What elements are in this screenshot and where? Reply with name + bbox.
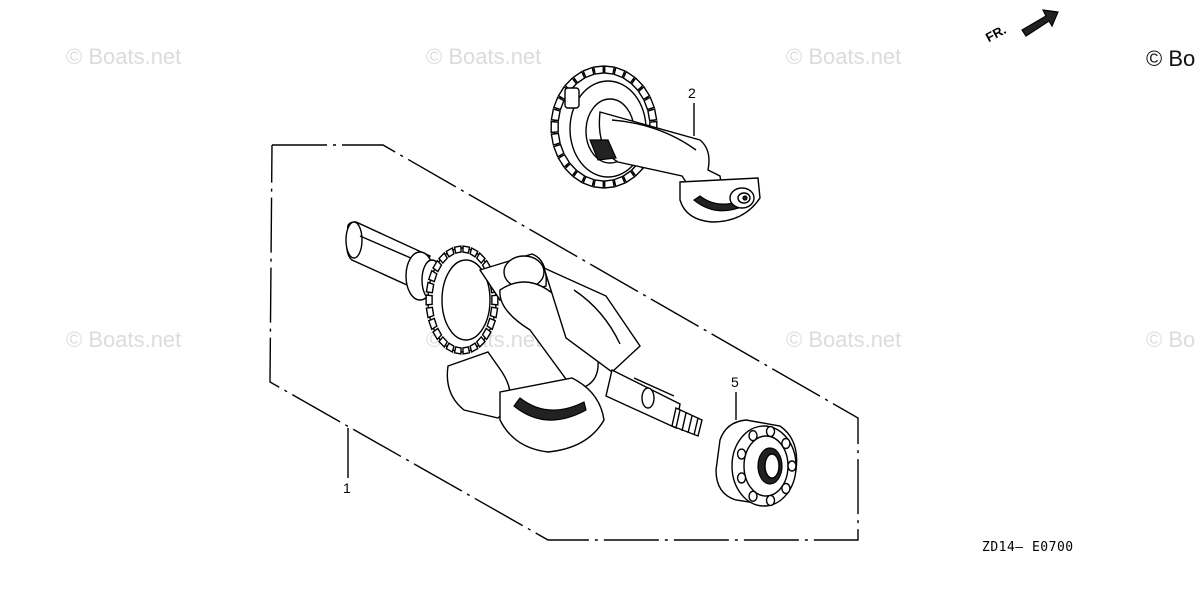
- gear-tooth: [486, 317, 497, 331]
- gear-tooth: [453, 245, 462, 254]
- watermark: © Boats.net: [66, 327, 182, 352]
- watermark: © Boats.net: [786, 327, 902, 352]
- gear-tooth: [445, 342, 455, 354]
- gear-tooth: [489, 306, 499, 319]
- gear-tooth: [613, 175, 626, 188]
- gear-tooth: [647, 108, 658, 122]
- diagram-code: ZD14— E0700: [982, 540, 1074, 555]
- gear-tooth: [582, 175, 595, 188]
- gear-tooth: [427, 317, 438, 331]
- gear-tooth: [592, 65, 605, 75]
- gear-tooth: [462, 346, 471, 355]
- gear-tooth: [475, 335, 486, 349]
- gear-tooth: [622, 170, 636, 184]
- bearing-ball: [748, 429, 758, 442]
- copyright-text: © Bo: [1146, 46, 1196, 71]
- gear-tooth: [630, 77, 644, 92]
- gear-tooth: [572, 70, 586, 84]
- callout-part-5[interactable]: 5: [731, 374, 739, 390]
- gear-tooth: [564, 162, 578, 177]
- gear-tooth: [425, 281, 435, 294]
- gear-tooth: [637, 85, 651, 101]
- bearing-ball: [736, 472, 747, 484]
- gear-tooth: [572, 170, 586, 184]
- gear-tooth: [425, 306, 435, 319]
- bearing-ball: [765, 425, 776, 438]
- gear-tooth: [552, 143, 565, 158]
- gear-tooth: [438, 251, 449, 265]
- gear-tooth: [564, 77, 578, 92]
- bearing-ball: [787, 460, 797, 472]
- gear-tooth: [438, 335, 449, 349]
- gear-tooth: [592, 179, 605, 189]
- watermark: © Boats.net: [66, 44, 182, 69]
- gear-tooth: [445, 246, 455, 258]
- gear-tooth: [432, 327, 443, 341]
- thread-lines: [675, 409, 699, 436]
- gear-tooth: [603, 179, 616, 189]
- watermark: © Boats.net: [786, 44, 902, 69]
- gear-tooth: [550, 108, 561, 122]
- gear-tooth: [453, 346, 462, 355]
- gear-tooth: [481, 327, 492, 341]
- gear-tooth: [469, 342, 479, 354]
- gear-tooth: [643, 96, 656, 111]
- part-1-crankshaft: [345, 221, 703, 453]
- gear-tooth: [552, 96, 565, 111]
- bearing-ball: [736, 448, 747, 460]
- gear-tooth: [613, 66, 626, 79]
- watermark: © Bo: [1146, 327, 1196, 352]
- gear-tooth: [557, 153, 571, 169]
- gear-tooth: [622, 70, 636, 84]
- gear-tooth: [582, 66, 595, 79]
- leader-lines: [347, 103, 737, 478]
- direction-arrow-icon: [1021, 9, 1059, 37]
- bearing-ball: [748, 490, 758, 503]
- callout-part-2[interactable]: 2: [688, 85, 696, 101]
- callout-part-1[interactable]: 1: [343, 480, 351, 496]
- bearing-ball: [765, 494, 776, 507]
- part-5-ball-bearing: [715, 419, 798, 507]
- gear-tooth: [469, 246, 479, 258]
- gear-tooth: [425, 294, 433, 306]
- part-2-balancer-shaft: [550, 65, 761, 223]
- gear-tooth: [475, 251, 486, 265]
- gear-tooth: [491, 294, 499, 306]
- gear-tooth: [550, 132, 561, 146]
- gear-tooth: [603, 65, 616, 75]
- assembly-boundary: [269, 144, 859, 541]
- gear-tooth: [427, 269, 438, 283]
- gear-tooth: [462, 245, 471, 254]
- gear-tooth: [550, 120, 559, 134]
- bearing-ball: [781, 482, 791, 495]
- bearing-ball: [781, 437, 791, 450]
- watermark: © Boats.net: [426, 44, 542, 69]
- gear-tooth: [432, 259, 443, 273]
